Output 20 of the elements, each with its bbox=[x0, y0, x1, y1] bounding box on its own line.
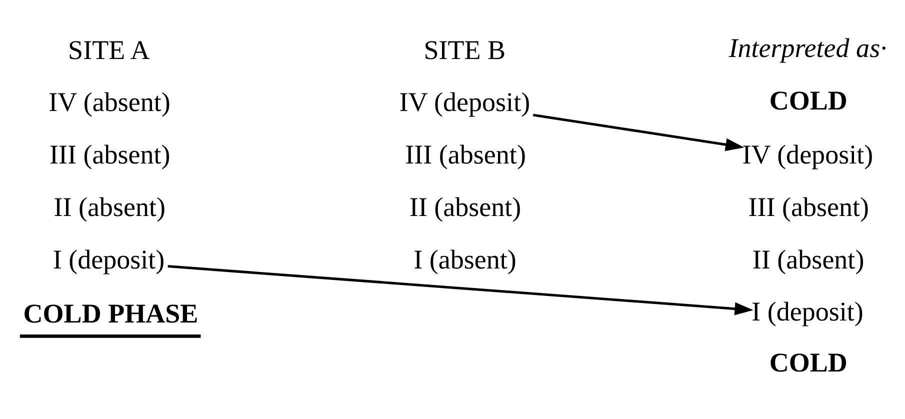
label: SITE B bbox=[424, 34, 506, 65]
label: III (absent) bbox=[405, 140, 526, 170]
label: II (absent) bbox=[409, 192, 522, 222]
node-text: I (deposit) bbox=[52, 244, 165, 274]
label: II (absent) bbox=[752, 244, 864, 274]
label: I (absent) bbox=[414, 244, 516, 274]
arrow bbox=[532, 114, 744, 152]
label: Interpreted as· bbox=[728, 33, 887, 64]
label: III (absent) bbox=[748, 192, 869, 222]
label: II (absent) bbox=[54, 192, 166, 222]
label: SITE A bbox=[68, 34, 150, 65]
node-text: IV (deposit) bbox=[742, 140, 874, 170]
arrow bbox=[168, 265, 754, 316]
node-text: IV (deposit) bbox=[399, 87, 530, 118]
label: COLD bbox=[769, 85, 848, 116]
node-text: I (deposit) bbox=[752, 296, 864, 327]
label: COLD bbox=[769, 347, 848, 378]
label: III (absent) bbox=[49, 140, 170, 170]
label: IV (absent) bbox=[48, 87, 170, 118]
label: COLD PHASE bbox=[23, 298, 198, 328]
